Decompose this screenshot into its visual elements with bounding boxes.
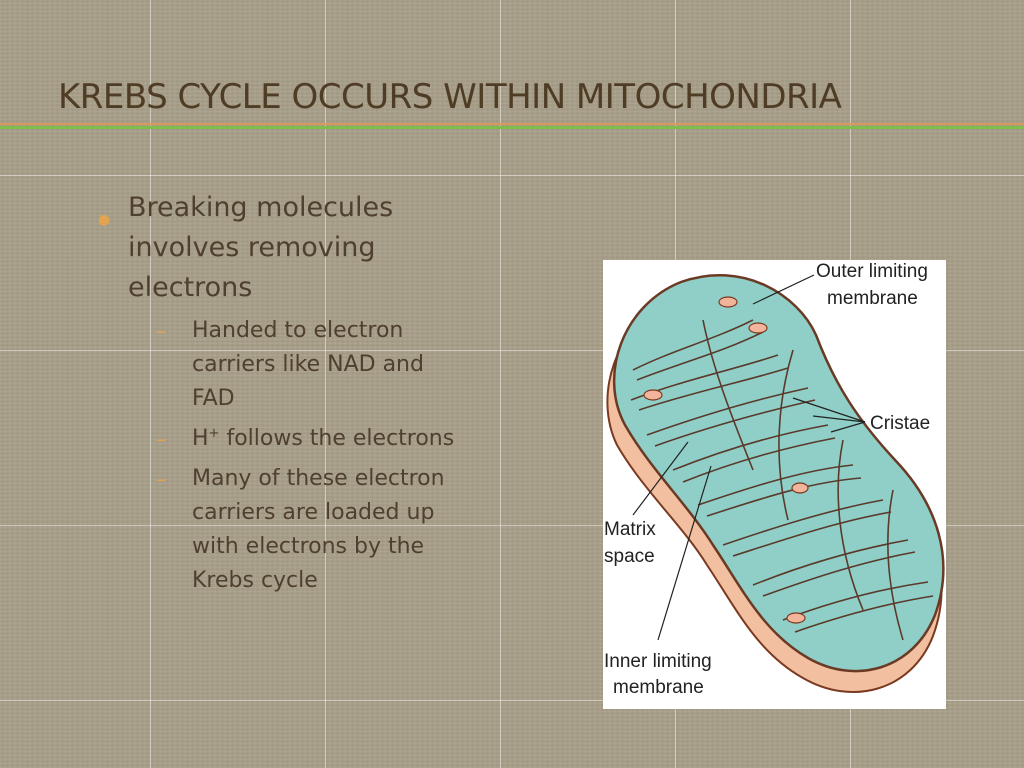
label-space: space <box>604 546 655 567</box>
dash-icon: – <box>156 427 166 451</box>
bullet-text-line: involves removing <box>128 232 376 263</box>
title-rule-green <box>0 126 1024 129</box>
slide-title: KREBS CYCLE OCCURS WITHIN MITOCHONDRIA <box>58 77 842 117</box>
bullet-text-line: electrons <box>128 272 253 303</box>
bullet-item: ● Breaking molecules involves removing e… <box>98 188 498 308</box>
sub-bullet-text-line: with electrons by the <box>192 534 425 559</box>
dash-icon: – <box>156 467 166 491</box>
grid-line <box>0 525 1024 526</box>
sub-bullet-text-line: H+ follows the electrons <box>192 422 498 456</box>
bullet-dot-icon: ● <box>98 212 111 228</box>
grid-line <box>150 0 151 768</box>
charge-superscript: + <box>208 426 220 441</box>
label-inner-membrane: membrane <box>613 677 704 698</box>
granule-dots <box>643 296 809 624</box>
sub-bullet-text-line: Handed to electron <box>192 318 404 343</box>
grid-line <box>325 0 326 768</box>
sub-bullet-text-line: carriers are loaded up <box>192 500 435 525</box>
sub-bullet-text-line: carriers like NAD and <box>192 352 424 377</box>
label-outer-limiting: Outer limiting <box>816 261 928 282</box>
grid-line <box>0 350 1024 351</box>
cristae-folds <box>630 319 934 641</box>
hydrogen-symbol: H <box>192 426 209 451</box>
bullet-text-line: Breaking molecules <box>128 192 394 223</box>
label-cristae: Cristae <box>870 413 930 434</box>
label-matrix: Matrix <box>604 519 656 540</box>
label-inner-limiting: Inner limiting <box>604 651 712 672</box>
sub-bullet-item: – Handed to electron carriers like NAD a… <box>98 314 498 416</box>
dash-icon: – <box>156 319 166 343</box>
sub-bullet-text: follows the electrons <box>219 426 455 451</box>
sub-bullet-text-line: Krebs cycle <box>192 568 318 593</box>
bullet-list: ● Breaking molecules involves removing e… <box>98 188 498 598</box>
grid-line <box>0 175 1024 176</box>
label-outer-membrane: membrane <box>827 288 918 309</box>
sub-bullet-item: – Many of these electron carriers are lo… <box>98 462 498 598</box>
grid-line <box>0 700 1024 701</box>
sub-bullet-text-line: FAD <box>192 386 235 411</box>
mitochondrion-diagram: Outer limiting membrane Cristae Matrix s… <box>603 260 946 709</box>
grid-line <box>500 0 501 768</box>
mitochondrion-illustration: Outer limiting membrane Cristae Matrix s… <box>604 261 945 698</box>
sub-bullet-text-line: Many of these electron <box>192 466 445 491</box>
inner-membrane-shape <box>612 273 945 673</box>
title-rule-orange <box>0 123 1024 125</box>
label-leader-lines <box>632 274 866 641</box>
sub-bullet-item: – H+ follows the electrons <box>98 422 498 456</box>
